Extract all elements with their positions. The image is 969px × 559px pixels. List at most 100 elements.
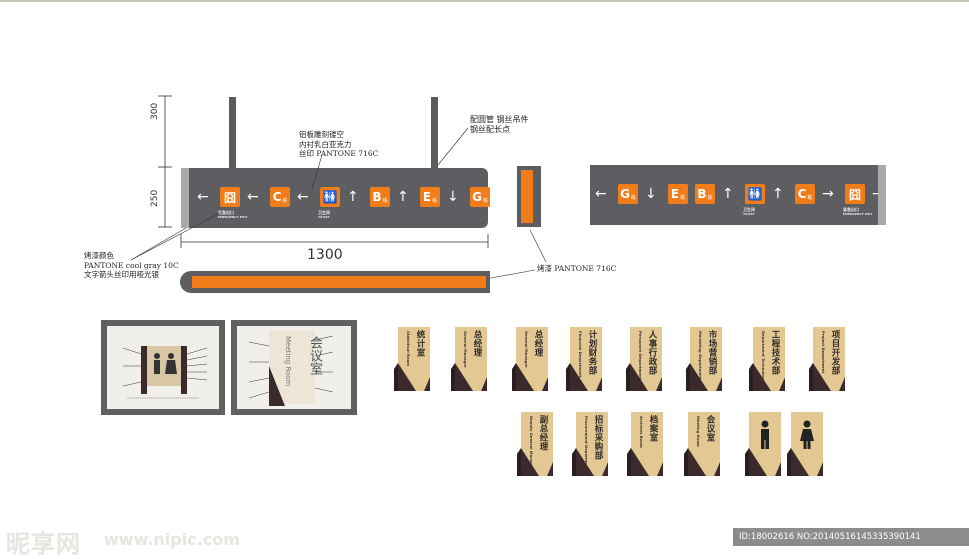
plate-graphic (394, 327, 430, 391)
door-plate: 工程技术部 Department Technology (749, 327, 785, 391)
vertical-dimension-lines (158, 95, 172, 228)
plate-label-en: Marketing Department (698, 331, 703, 380)
plate-label-cn: 总经理 (472, 330, 482, 357)
sign-end-cap (181, 168, 189, 228)
plate-graphic (745, 412, 781, 476)
photo-frame-left (101, 320, 225, 415)
plate-graphic (627, 412, 663, 476)
photo-right-content: 会议室 Meeting Room (237, 326, 351, 409)
note-center-line: 铝板雕刻镂空 (299, 130, 344, 139)
dim-1300-label: 1300 (307, 247, 343, 263)
top-border-line (0, 0, 969, 2)
tile-glyph: 囧 (848, 187, 861, 202)
plate-label-en: Meeting Room (696, 416, 701, 447)
tile-sub: 栋 (282, 197, 288, 204)
plate-graphic (626, 327, 662, 391)
plate-label-cn: 计划财务部 (587, 330, 597, 375)
tile-sub: 栋 (630, 194, 636, 201)
plate-label-en: Project Department (821, 331, 826, 374)
photo-frame-right: 会议室 Meeting Room (231, 320, 357, 415)
tile-sub: 栋 (680, 194, 686, 201)
door-plate: 档案室 Archives Room (627, 412, 663, 476)
note-left-line: PANTONE cool gray 10C (84, 260, 179, 270)
plate-label-cn: 副总经理 (538, 415, 548, 451)
tile-glyph: B (372, 190, 382, 204)
woman-icon (800, 420, 814, 449)
horizontal-dimension-line (180, 234, 489, 248)
plate-graphic (512, 327, 548, 391)
sign-arrow-icon: ← (197, 189, 209, 205)
tile-sub: 栋 (707, 194, 713, 201)
sign-arrow-icon: ↓ (447, 189, 459, 205)
man-icon (761, 420, 769, 449)
plate-label-en: General Manager (524, 331, 529, 368)
hanging-rod-right (431, 97, 438, 169)
note-right-line: 钢丝配长点 (470, 124, 510, 134)
hanging-rod-left (229, 97, 236, 169)
sign-arrow-icon: → (872, 184, 884, 204)
plate-label-en: Financial Department (578, 331, 583, 378)
door-plate: 副总经理 Deputy General Manager (517, 412, 553, 476)
note-left-line: 文字箭头丝印用哑光银 (84, 270, 159, 279)
door-plate: 总经理 General Manager (512, 327, 548, 391)
note-center: 铝板雕刻镂空 内衬乳白亚克力 丝印 PANTONE 716C (299, 130, 378, 159)
sign-arrow-icon: ← (297, 189, 309, 205)
plate-label-cn: 档案室 (648, 415, 658, 442)
plate-label-cn: 市场营销部 (707, 330, 717, 375)
plate-graphic (517, 412, 553, 476)
door-plate: 计划财务部 Financial Department (566, 327, 602, 391)
plate-label-en: Archives Room (639, 416, 644, 448)
photo-right-title: 会议室 (307, 336, 322, 375)
photo-right-subtitle: Meeting Room (284, 336, 292, 387)
tile-caption: 紧急出口 (218, 210, 234, 215)
leader-lines (130, 127, 547, 281)
plate-label-en: Deputy General Manager (529, 416, 534, 470)
sign-arrow-icon: ↑ (722, 186, 734, 202)
plate-graphic (809, 327, 845, 391)
sign-bottom-orange-strip (192, 276, 486, 288)
plate-label-cn: 人事行政部 (647, 330, 657, 375)
note-right: 配圆管 钢丝吊件 钢丝配长点 (470, 115, 529, 134)
plate-label-cn: 工程技术部 (770, 330, 780, 375)
tile-glyph: C (797, 187, 807, 201)
tile-sub: 栋 (432, 197, 438, 204)
plate-label-en: Statistical Room (406, 331, 411, 367)
sign-arrow-icon: ↑ (397, 189, 409, 205)
tile-caption: 卫生间 (318, 210, 330, 215)
watermark-logo: 昵享网 (6, 530, 81, 558)
plate-label-en: Department Technology (761, 331, 766, 383)
tile-caption: 卫生间 (743, 207, 755, 212)
tile-caption: 紧急出口 (843, 207, 859, 212)
plate-label-cn: 总经理 (533, 330, 543, 357)
tile-glyph: E (422, 190, 432, 204)
note-left-line: 烤漆颜色 (84, 251, 114, 260)
plate-graphic (787, 412, 823, 476)
plate-label-cn: 项目开发部 (830, 330, 840, 375)
plate-graphic (451, 327, 487, 391)
tile-sub: 栋 (807, 194, 813, 201)
tile-sub: 栋 (482, 197, 488, 204)
note-bottom-right: 烤漆 PANTONE 716C (537, 264, 617, 273)
plate-label-cn: 会议室 (705, 415, 715, 442)
tile-glyph: 囧 (223, 190, 236, 205)
tile-sub: 栋 (382, 197, 388, 204)
sign-arrow-icon: ↓ (645, 186, 657, 202)
door-plate (787, 412, 823, 476)
sign-arrow-icon: ← (595, 186, 607, 202)
note-center-line: 内衬乳白亚克力 (299, 139, 352, 149)
tile-glyph: G (620, 187, 630, 201)
tile-glyph: 🚻 (747, 187, 763, 201)
